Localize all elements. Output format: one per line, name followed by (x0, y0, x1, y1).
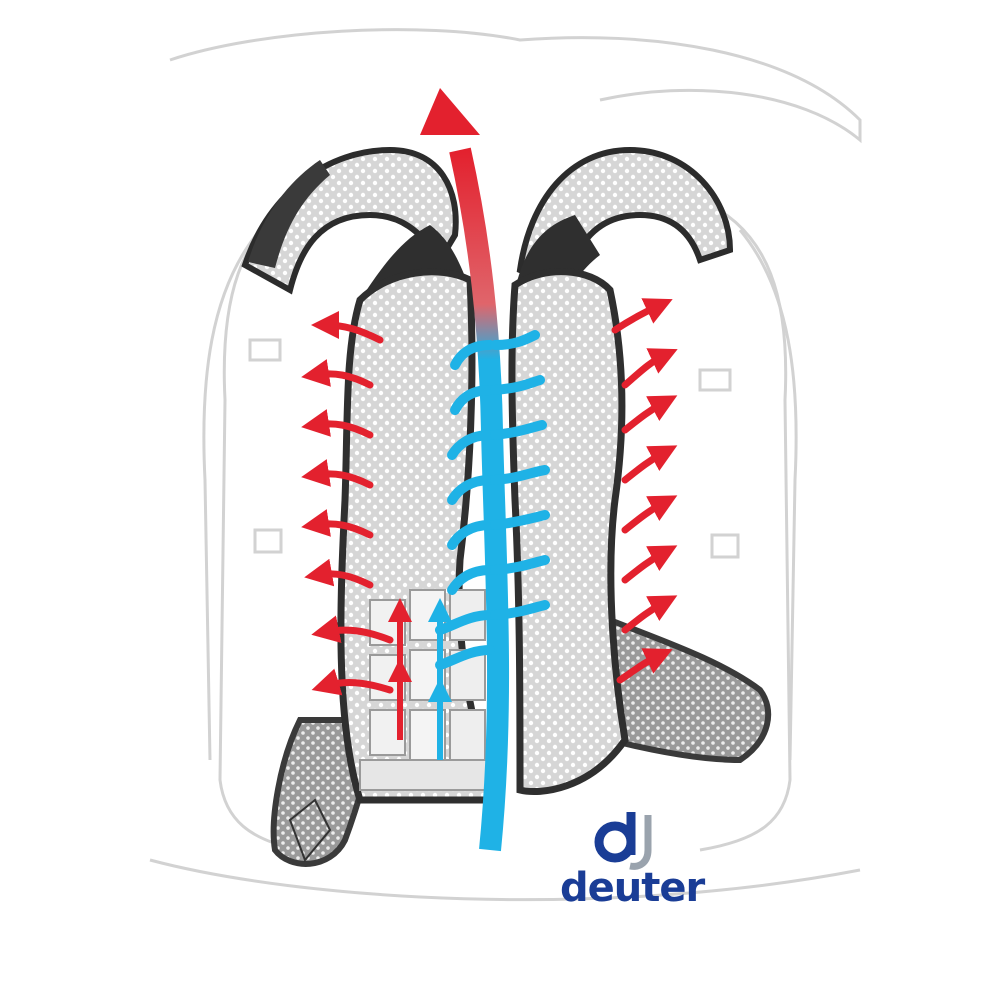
deuter-logo-icon (594, 812, 652, 870)
brand-wordmark: deuter (560, 865, 705, 911)
central-airflow-arrow (420, 88, 510, 852)
warm-air-arrows-left (301, 311, 394, 696)
warm-air-arrows-right (611, 298, 678, 684)
right-back-pad (508, 268, 629, 796)
cool-air-ribs (435, 330, 550, 670)
